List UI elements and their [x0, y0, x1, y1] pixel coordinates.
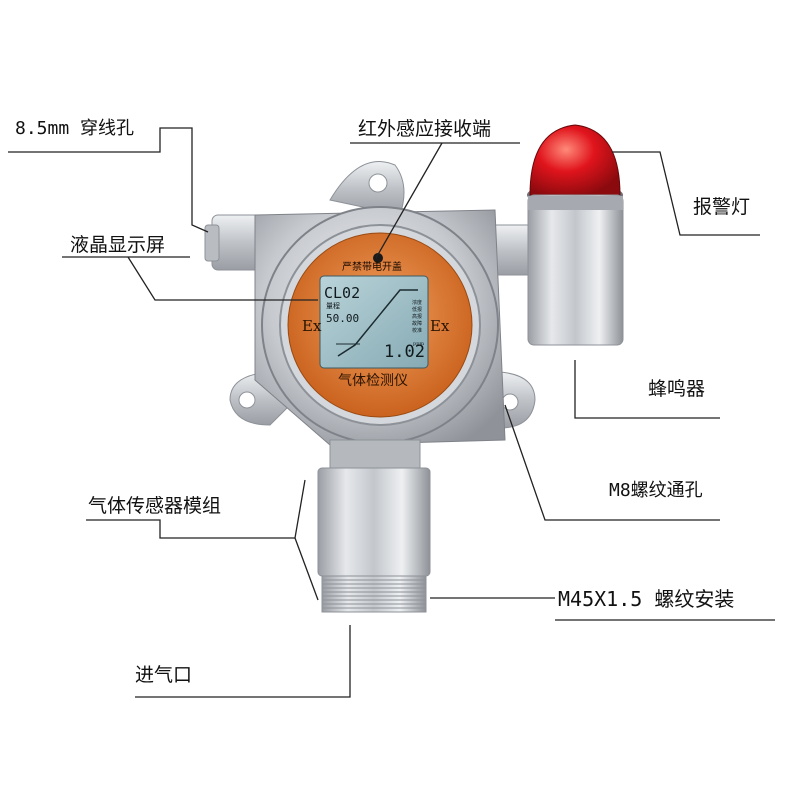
leader-lines [8, 127, 775, 698]
label-buzzer: 蜂鸣器 [648, 378, 706, 400]
ir-receiver [373, 253, 383, 263]
ex-mark-left: Ex [302, 317, 322, 335]
lcd-screen [319, 275, 429, 369]
label-ir-receiver: 红外感应接收端 [358, 118, 492, 140]
cable-gland [204, 214, 263, 271]
label-gas-inlet: 进气口 [135, 664, 193, 686]
gas-sensor-module [317, 439, 431, 613]
top-mount-hole [368, 173, 388, 193]
label-lcd-screen: 液晶显示屏 [70, 234, 166, 256]
label-sensor-module: 气体传感器模组 [88, 495, 222, 517]
device-name: 气体检测仪 [338, 373, 408, 389]
label-m8-thread-hole: M8螺纹通孔 [609, 480, 703, 501]
lcd-gas: CL02 [324, 284, 361, 302]
lcd-side-label: 浓度 [412, 300, 423, 306]
lcd-unit: ppm [413, 341, 425, 347]
warning-text: 严禁带电开盖 [342, 262, 402, 273]
lcd-reading: 1.02 [384, 342, 425, 362]
label-thread-install: M45X1.5 螺纹安装 [558, 587, 735, 611]
lcd-side-label: 校准 [412, 328, 423, 334]
alarm-light [527, 124, 624, 346]
label-alarm-light: 报警灯 [693, 196, 751, 218]
lcd-range-value: 50.00 [326, 312, 360, 325]
lcd-side-label: 高报 [412, 314, 423, 320]
lcd-range-label: 量程 [326, 302, 340, 310]
ex-mark-right: Ex [430, 317, 450, 335]
label-cable-hole: 8.5mm 穿线孔 [15, 118, 135, 139]
lcd-side-label: 低报 [412, 307, 423, 313]
m8-hole [501, 393, 519, 411]
left-mount-hole [238, 391, 256, 409]
lcd-side-label: 故障 [412, 321, 423, 327]
